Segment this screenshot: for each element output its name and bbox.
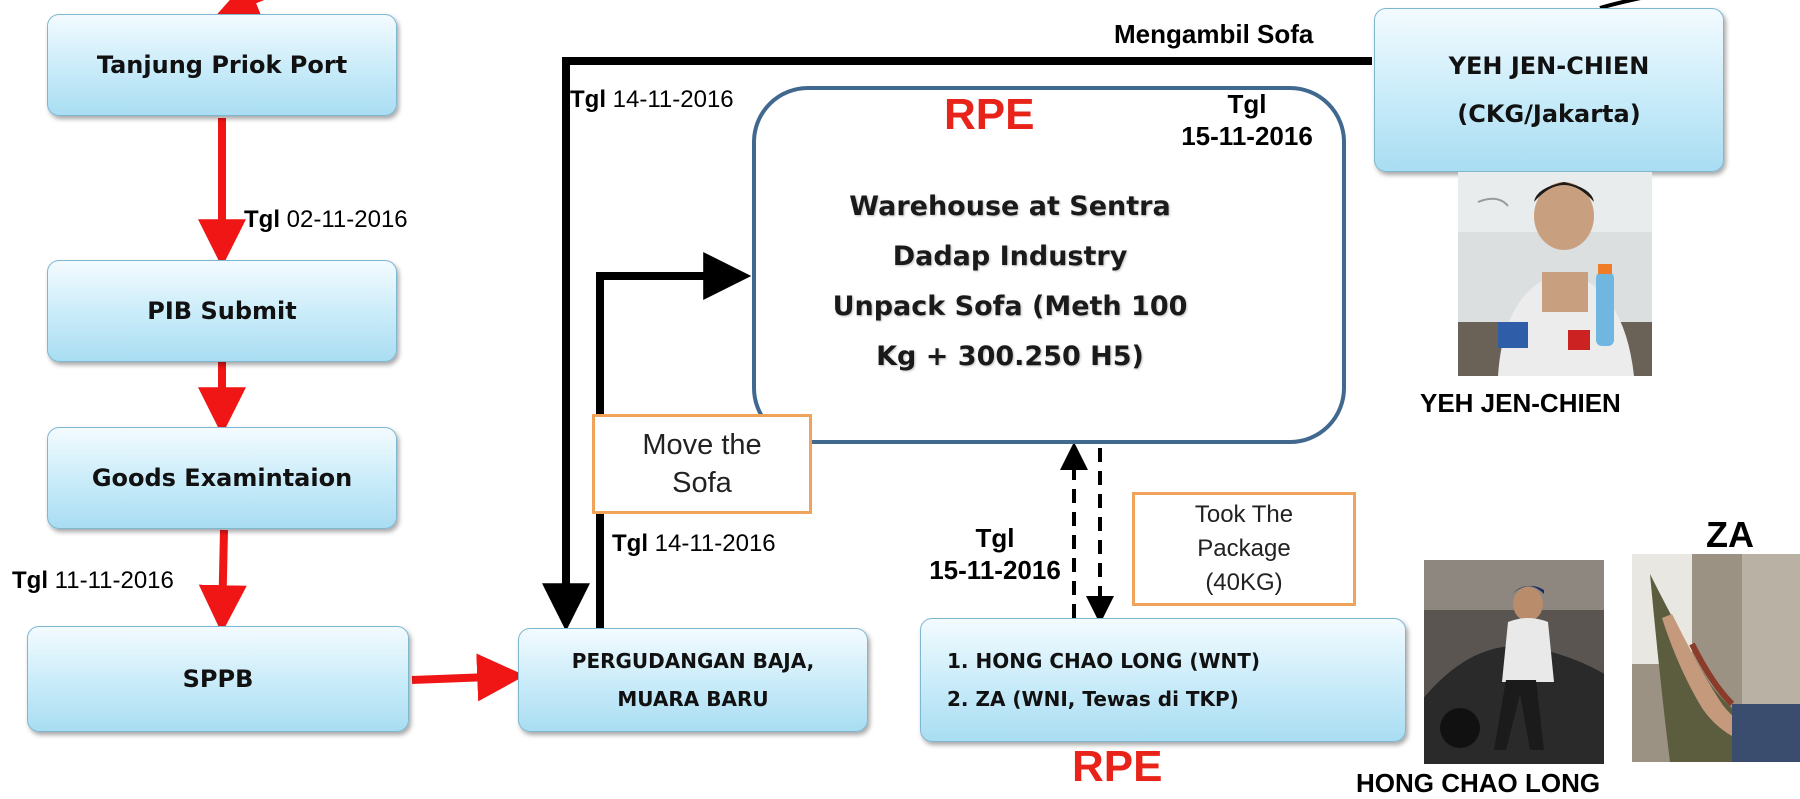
date-note-14-11-bottom: Tgl 14-11-2016 (612, 530, 776, 558)
arrow-sppb-to-pergudangan (411, 653, 526, 702)
offscreen-arrow (1599, 0, 1641, 10)
node-goods-examination: Goods Examintaion (47, 427, 397, 529)
tgl-label: Tgl (1227, 89, 1267, 119)
label-mengambil-sofa: Mengambil Sofa (1114, 19, 1314, 49)
callout-line1: Move the (642, 429, 762, 461)
rpe-label-top: RPE (944, 90, 1035, 139)
node-pib-submit: PIB Submit (47, 260, 397, 362)
callout-line3: (40KG) (1205, 569, 1283, 596)
callout-line2: Sofa (672, 467, 732, 499)
node-tanjung-priok-port: Tanjung Priok Port (47, 14, 397, 116)
callout-move-the-sofa: Move the Sofa (592, 414, 812, 514)
date-value: 15-11-2016 (929, 555, 1061, 585)
suspect-line-1: 1. HONG CHAO LONG (WNT) (947, 649, 1261, 673)
warehouse-line3: Unpack Sofa (Meth 100 (832, 291, 1188, 322)
date-value: 14-11-2016 (654, 530, 776, 557)
date-note-15-11-bottom: Tgl 15-11-2016 (900, 522, 1090, 586)
tgl-label: Tgl (244, 206, 280, 233)
callout-line1: Took The (1194, 501, 1294, 528)
date-note-02-11: Tgl 02-11-2016 (244, 206, 408, 234)
tgl-label: Tgl (570, 86, 606, 113)
warehouse-box (752, 86, 1346, 444)
photo-yeh-image (1458, 172, 1652, 376)
date-value: 15-11-2016 (1181, 121, 1313, 151)
node-label-line2: MUARA BARU (617, 687, 769, 711)
node-pergudangan-baja: PERGUDANGAN BAJA, MUARA BARU (518, 628, 868, 732)
warehouse-description: Warehouse at Sentra Dadap Industry Unpac… (770, 182, 1250, 382)
photo-za-image (1632, 554, 1800, 762)
node-label: SPPB (182, 665, 254, 693)
node-label: Goods Examintaion (91, 464, 353, 492)
caption-yeh-jen-chien: YEH JEN-CHIEN (1420, 388, 1621, 418)
tgl-label: Tgl (612, 530, 648, 557)
node-sppb: SPPB (27, 626, 409, 732)
caption-za: ZA (1706, 514, 1754, 555)
arrow-exam-to-sppb (198, 529, 247, 634)
photo-za (1632, 554, 1800, 762)
warehouse-line4: Kg + 300.250 H5) (876, 341, 1144, 372)
tgl-label: Tgl (975, 523, 1015, 553)
date-note-11-11: Tgl 11-11-2016 (12, 567, 174, 595)
node-label-line1: PERGUDANGAN BAJA, (571, 649, 815, 673)
date-value: 11-11-2016 (54, 567, 174, 594)
photo-yeh-jen-chien (1458, 172, 1652, 376)
callout-took-the-package: Took The Package (40KG) (1132, 492, 1356, 606)
date-note-14-11-top: Tgl 14-11-2016 (570, 86, 734, 114)
node-label-line1: YEH JEN-CHIEN (1448, 52, 1650, 80)
date-note-15-11-top: Tgl 15-11-2016 (1152, 88, 1342, 152)
callout-line2: Package (1197, 535, 1291, 562)
node-label-line2: (CKG/Jakarta) (1457, 100, 1641, 128)
incoming-arrow (215, 0, 265, 20)
warehouse-line1: Warehouse at Sentra (849, 191, 1171, 222)
warehouse-line2: Dadap Industry (892, 241, 1128, 272)
tgl-label: Tgl (12, 567, 48, 594)
node-yeh-jen-chien: YEH JEN-CHIEN (CKG/Jakarta) (1374, 8, 1724, 172)
node-label: Tanjung Priok Port (96, 51, 348, 79)
photo-hong-chao-long (1424, 560, 1604, 764)
photo-hong-image (1424, 560, 1604, 764)
node-label: PIB Submit (147, 297, 297, 325)
rpe-label-bottom: RPE (1072, 742, 1163, 791)
caption-hong-chao-long: HONG CHAO LONG (1356, 768, 1601, 798)
date-value: 02-11-2016 (286, 206, 408, 233)
date-value: 14-11-2016 (612, 86, 734, 113)
node-suspects: 1. HONG CHAO LONG (WNT) 2. ZA (WNI, Tewa… (920, 618, 1406, 742)
suspect-line-2: 2. ZA (WNI, Tewas di TKP) (947, 687, 1239, 711)
arrow-yeh-to-pergudangan (542, 57, 1372, 632)
